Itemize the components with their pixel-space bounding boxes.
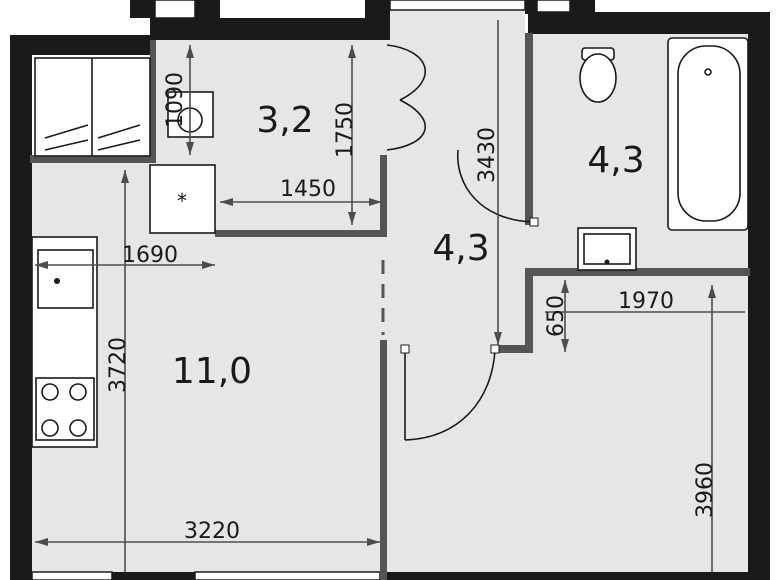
floor-area: [30, 10, 750, 580]
outer-walls: [10, 0, 770, 580]
hallway-area-label: 4,3: [432, 228, 489, 269]
bathroom-area-label: 4,3: [587, 140, 644, 181]
storage-area-label: 3,2: [256, 100, 313, 141]
kitchen-living-area-label: 11,0: [172, 351, 252, 392]
dim-3720-label: 3720: [106, 337, 131, 393]
dimension-arrows: [35, 45, 716, 546]
dim-650-label: 650: [544, 295, 569, 337]
shaft-box: *: [149, 164, 216, 234]
svg-text:*: *: [177, 189, 187, 213]
bathroom-door: [457, 149, 539, 227]
dim-1970-label: 1970: [618, 289, 674, 314]
dim-3960-label: 3960: [693, 462, 718, 518]
storage-door: [386, 44, 426, 151]
toilet: [579, 47, 617, 103]
dim-1090-label: 1090: [163, 72, 188, 128]
partitions: [30, 33, 750, 580]
dimension-lines: [35, 20, 745, 572]
bottom-windows: [31, 571, 381, 580]
dim-3220-label: 3220: [184, 519, 240, 544]
kitchen-counter: [31, 236, 98, 448]
dim-1450-label: 1450: [280, 177, 336, 202]
dim-3430-label: 3430: [475, 127, 500, 183]
entrance-door: [400, 344, 500, 441]
dim-1690-label: 1690: [122, 243, 178, 268]
top-windows: [154, 0, 571, 19]
bathtub: [667, 37, 749, 231]
dim-1750-label: 1750: [333, 102, 358, 158]
wardrobe: [34, 57, 151, 157]
bathroom-sink: [577, 227, 637, 271]
